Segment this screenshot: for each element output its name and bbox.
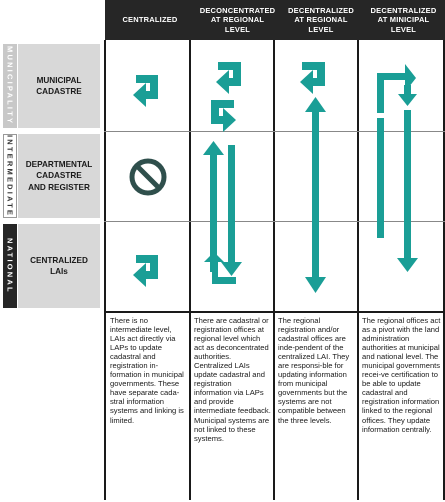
- row-label-centralized-lais: CENTRALIZED LAIs: [18, 224, 100, 308]
- return-arrow-icon: [377, 64, 417, 113]
- description-decentralized-municipal: The regional offices act as a pivot with…: [362, 316, 441, 434]
- up-arrow-icon: [203, 141, 224, 272]
- return-arrow-icon: [300, 62, 325, 94]
- row-label-municipal-cadastre: MUNICIPAL CADASTRE: [18, 44, 100, 128]
- prohibited-icon: [129, 158, 167, 196]
- down-arrow-icon: [221, 145, 242, 276]
- side-tab-intermediate: INTERMEDIATE: [3, 134, 17, 218]
- grid-row-divider: [104, 131, 445, 132]
- grid-divider: [357, 40, 359, 500]
- description-deconcentrated-regional: There are cadastral or registration offi…: [194, 316, 271, 443]
- column-header-bar: CENTRALIZED DECONCENTRATED AT REGIONAL L…: [105, 0, 445, 40]
- return-arrow-icon: [133, 255, 158, 287]
- side-tab-municipality: MUNICIPALITY: [3, 44, 17, 128]
- grid-row-divider: [104, 311, 445, 313]
- grid-row-divider: [104, 221, 445, 222]
- down-arrow-icon: [305, 220, 326, 293]
- row-label-departmental-cadastre: DEPARTMENTAL CADASTRE AND REGISTER: [18, 134, 100, 218]
- return-arrow-icon: [204, 252, 236, 300]
- return-arrow-icon: [216, 62, 241, 94]
- down-arrow-icon: [397, 110, 418, 272]
- return-arrow-icon: [133, 75, 158, 107]
- up-arrow-icon: [305, 97, 326, 230]
- column-header-decentralized-municipal: DECENTRALIZED AT MINICIPAL LEVEL: [370, 5, 437, 34]
- grid-divider: [189, 40, 191, 500]
- return-arrow-icon: [211, 100, 236, 132]
- side-tab-national: NATIONAL: [3, 224, 17, 308]
- up-arrow-icon: [377, 118, 384, 238]
- column-header-centralized: CENTRALIZED: [122, 15, 178, 25]
- column-header-decentralized-regional: DECENTRALIZED AT REGIONAL LEVEL: [288, 5, 354, 34]
- grid-divider: [443, 40, 445, 500]
- grid-divider: [104, 40, 106, 500]
- column-header-deconcentrated-regional: DECONCENTRATED AT REGIONAL LEVEL: [199, 5, 276, 34]
- description-decentralized-regional: The regional registration and/or cadastr…: [278, 316, 350, 425]
- description-centralized: There is no intermediate level, LAIs act…: [110, 316, 184, 425]
- grid-divider: [273, 40, 275, 500]
